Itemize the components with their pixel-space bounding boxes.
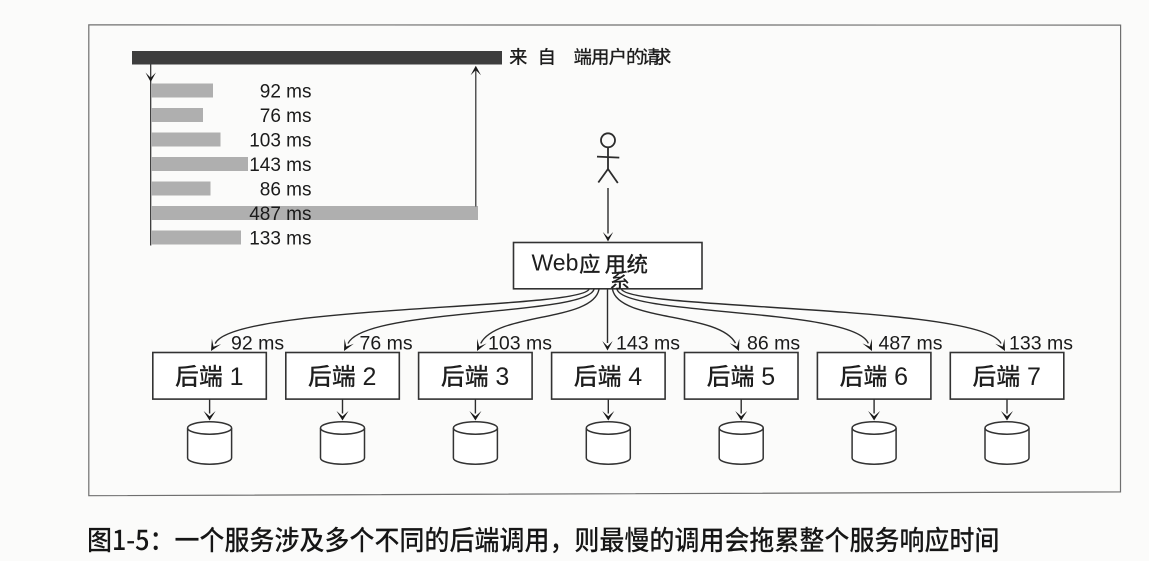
svg-text:103 ms: 103 ms <box>488 333 552 355</box>
svg-text:76 ms: 76 ms <box>360 333 413 355</box>
svg-text:2: 2 <box>363 363 377 391</box>
svg-text:143 ms: 143 ms <box>616 333 680 355</box>
svg-text:92 ms: 92 ms <box>231 333 284 355</box>
svg-text:4: 4 <box>628 363 642 391</box>
svg-text:1: 1 <box>230 363 244 391</box>
svg-text:133 ms: 133 ms <box>249 229 311 250</box>
svg-text:86 ms: 86 ms <box>747 333 800 355</box>
svg-text:3: 3 <box>495 363 509 391</box>
svg-text:487 ms: 487 ms <box>879 333 943 355</box>
svg-text:Web: Web <box>532 250 579 276</box>
svg-text:487 ms: 487 ms <box>249 204 311 225</box>
svg-text:86 ms: 86 ms <box>260 180 312 201</box>
svg-text:103 ms: 103 ms <box>249 131 311 152</box>
svg-text:92 ms: 92 ms <box>260 82 312 103</box>
svg-text:133 ms: 133 ms <box>1009 333 1073 355</box>
svg-text:7: 7 <box>1027 363 1041 391</box>
svg-text:6: 6 <box>894 363 908 391</box>
svg-text:5: 5 <box>761 363 775 391</box>
svg-text:143 ms: 143 ms <box>249 155 311 176</box>
svg-text:76 ms: 76 ms <box>260 106 312 127</box>
